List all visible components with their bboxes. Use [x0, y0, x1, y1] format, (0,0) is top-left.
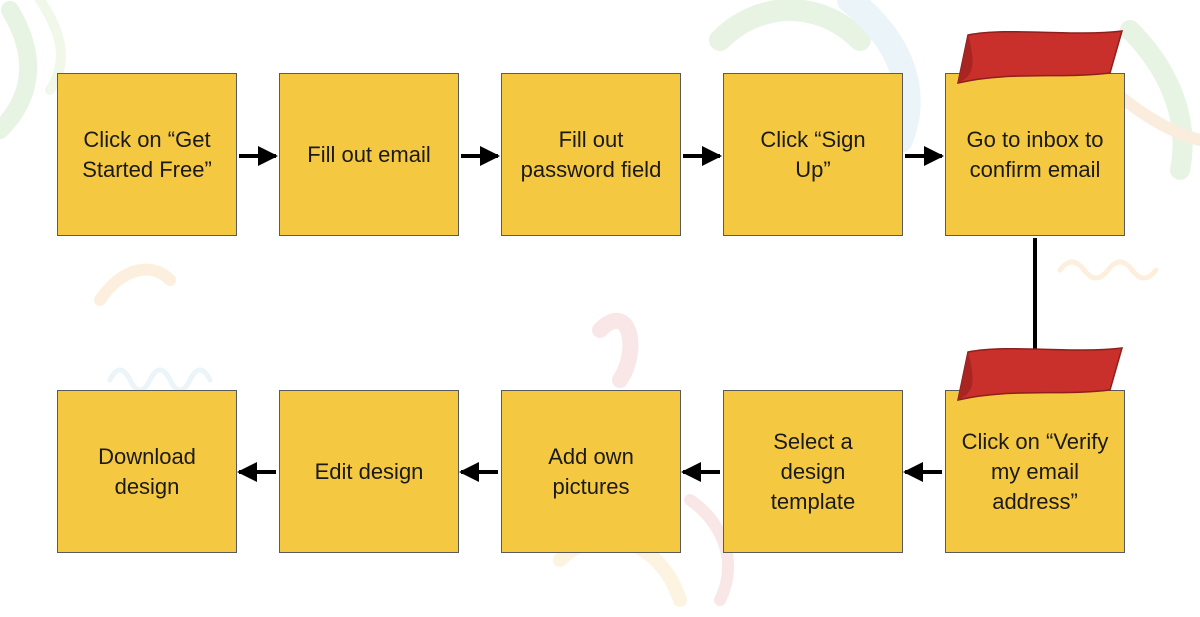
flow-step-7: Select a design template — [723, 390, 903, 553]
flow-step-1: Click on “Get Started Free” — [57, 73, 237, 236]
flow-step-8: Add own pictures — [501, 390, 681, 553]
flow-step-label: Fill out password field — [520, 126, 662, 182]
flow-step-label: Download design — [98, 443, 196, 499]
ribbon-flag-icon — [957, 347, 1124, 401]
flow-step-5: Go to inbox to confirm email — [945, 73, 1125, 236]
flow-step-label: Edit design — [314, 458, 424, 484]
flow-step-label: Click “Sign Up” — [760, 126, 866, 182]
flow-step-6: Click on “Verify my email address” — [945, 390, 1125, 553]
flow-step-2: Fill out email — [279, 73, 459, 236]
flow-step-label: Add own pictures — [548, 443, 634, 499]
flow-step-9: Edit design — [279, 390, 459, 553]
ribbon-flag-icon — [957, 30, 1124, 84]
flow-step-label: Go to inbox to confirm email — [966, 126, 1104, 182]
flow-step-label: Fill out email — [307, 141, 431, 167]
flow-step-label: Click on “Verify my email address” — [961, 428, 1109, 514]
flow-step-10: Download design — [57, 390, 237, 553]
flow-step-label: Select a design template — [770, 428, 856, 514]
flow-step-4: Click “Sign Up” — [723, 73, 903, 236]
flow-step-label: Click on “Get Started Free” — [82, 126, 212, 182]
flow-step-3: Fill out password field — [501, 73, 681, 236]
